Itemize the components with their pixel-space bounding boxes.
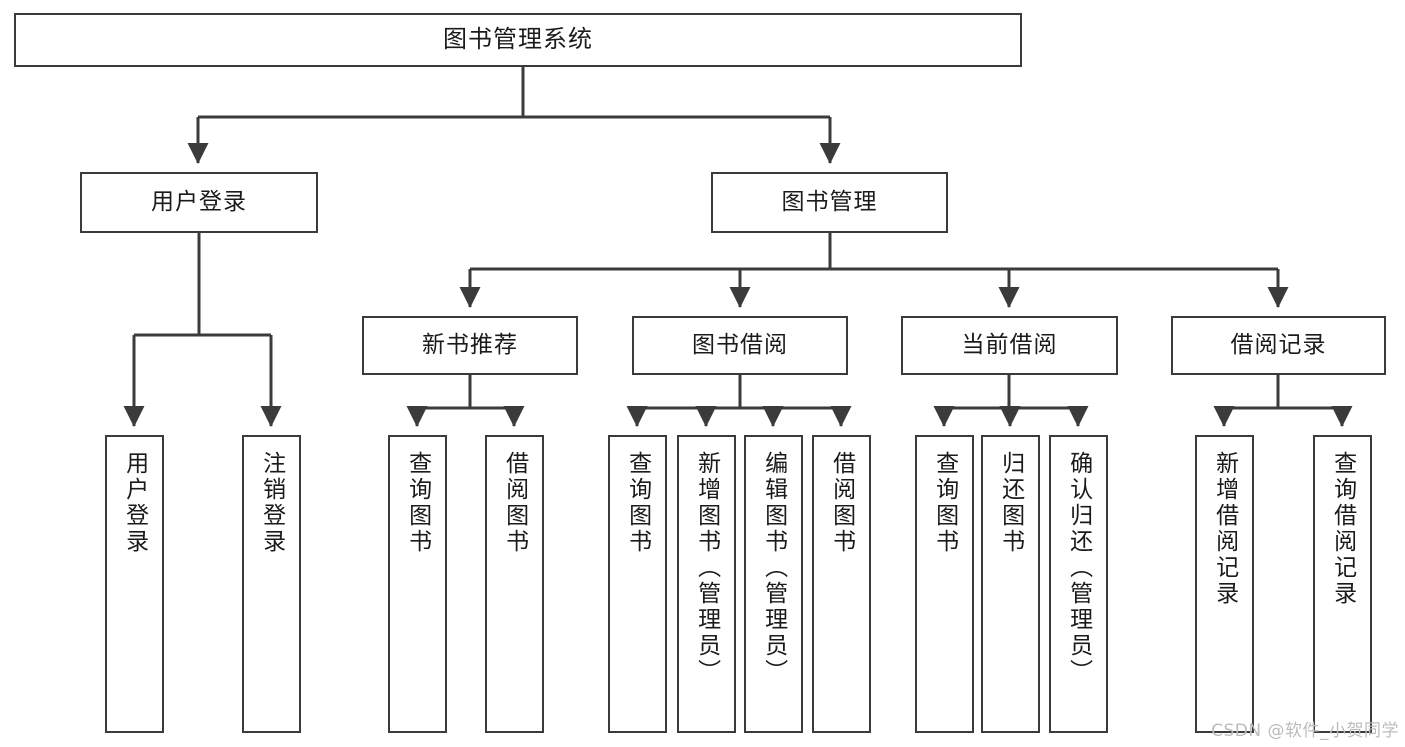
node-label: 新增借阅记录 <box>1211 451 1238 607</box>
node-leaf-query-borrow-record[interactable]: 查询借阅记录 <box>1313 435 1372 733</box>
node-label: 查询借阅记录 <box>1329 451 1356 607</box>
node-leaf-add-book-admin[interactable]: 新增图书（管理员） <box>677 435 736 733</box>
node-leaf-query-book-borrow[interactable]: 查询图书 <box>608 435 667 733</box>
node-label: 查询图书 <box>404 451 431 555</box>
node-leaf-confirm-return-admin[interactable]: 确认归还（管理员） <box>1049 435 1108 733</box>
node-label: 当前借阅 <box>961 332 1058 359</box>
node-leaf-edit-book-admin[interactable]: 编辑图书（管理员） <box>744 435 803 733</box>
node-leaf-logout[interactable]: 注销登录 <box>242 435 301 733</box>
node-label: 借阅图书 <box>501 451 528 555</box>
node-label: 注销登录 <box>258 451 285 555</box>
node-leaf-borrow-book[interactable]: 借阅图书 <box>812 435 871 733</box>
node-leaf-user-login[interactable]: 用户登录 <box>105 435 164 733</box>
node-leaf-query-book-current[interactable]: 查询图书 <box>915 435 974 733</box>
node-label: 查询图书 <box>624 451 651 555</box>
node-root-system[interactable]: 图书管理系统 <box>14 13 1022 67</box>
node-label: 新书推荐 <box>422 332 518 359</box>
node-label: 图书管理 <box>781 189 878 216</box>
node-label: 借阅图书 <box>828 451 855 555</box>
node-label: 图书管理系统 <box>443 25 593 54</box>
node-label: 归还图书 <box>997 451 1024 555</box>
node-current-borrow[interactable]: 当前借阅 <box>901 316 1118 375</box>
node-book-manage[interactable]: 图书管理 <box>711 172 948 233</box>
node-leaf-borrow-book-recommend[interactable]: 借阅图书 <box>485 435 544 733</box>
node-leaf-add-borrow-record[interactable]: 新增借阅记录 <box>1195 435 1254 733</box>
node-label: 编辑图书（管理员） <box>760 451 787 685</box>
node-leaf-query-book-recommend[interactable]: 查询图书 <box>388 435 447 733</box>
node-user-login[interactable]: 用户登录 <box>80 172 318 233</box>
node-label: 图书借阅 <box>692 332 788 359</box>
node-leaf-return-book[interactable]: 归还图书 <box>981 435 1040 733</box>
node-new-book-recommend[interactable]: 新书推荐 <box>362 316 578 375</box>
node-label: 借阅记录 <box>1230 332 1327 359</box>
node-book-borrow[interactable]: 图书借阅 <box>632 316 848 375</box>
watermark-text: CSDN @软件_小贺同学 <box>1211 721 1399 741</box>
node-label: 用户登录 <box>151 189 247 216</box>
node-label: 用户登录 <box>121 451 148 555</box>
node-label: 新增图书（管理员） <box>693 451 720 685</box>
node-label: 查询图书 <box>931 451 958 555</box>
node-label: 确认归还（管理员） <box>1065 451 1092 685</box>
node-borrow-record[interactable]: 借阅记录 <box>1171 316 1386 375</box>
